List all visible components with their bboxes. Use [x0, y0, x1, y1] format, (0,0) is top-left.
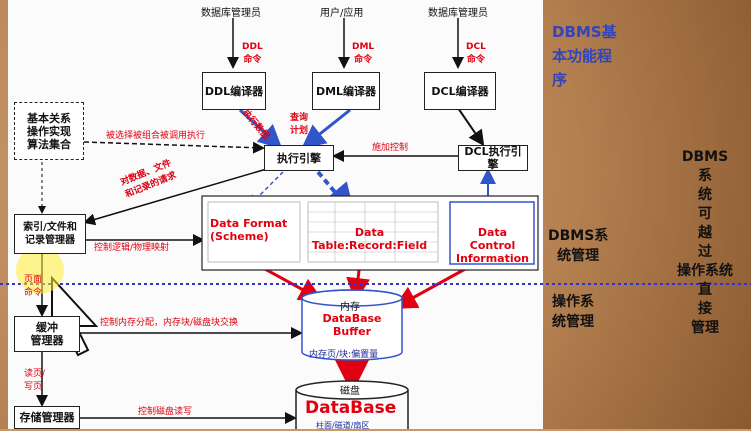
- top-label-user-app: 用户/应用: [320, 8, 364, 19]
- memory-name: DataBase Buffer: [322, 312, 382, 338]
- invoke-label: 被选择被组合被调用执行: [106, 131, 206, 141]
- disk-title: 磁盘: [340, 386, 360, 397]
- apply-control-label: 施加控制: [372, 143, 409, 153]
- logical-physical-label: 控制逻辑/物理映射: [94, 243, 170, 253]
- disk-io-label: 控制磁盘读写: [138, 407, 193, 417]
- exec-plan-label-b: 查询 计划: [290, 113, 309, 136]
- algorithm-set-box: 基本关系 操作实现 算法集合: [14, 102, 84, 160]
- data-format-label: Data Format (Scheme): [210, 217, 288, 243]
- memory-sub: 内存页/块:偏置量: [309, 350, 379, 360]
- os-mgmt-text: 操作系 统管理: [552, 294, 594, 330]
- top-label-dba-left: 数据库管理员: [201, 8, 261, 19]
- top-label-dba-right: 数据库管理员: [428, 8, 488, 19]
- prefetch-label: 页面 命令: [24, 275, 43, 298]
- dcl-compiler-box: DCL编译器: [424, 72, 496, 110]
- ddl-compiler-box: DDL编译器: [202, 72, 266, 110]
- index-manager-box: 索引/文件和 记录管理器: [14, 214, 86, 254]
- dbms-system-text: DBMS 系 统 可 越 过 操作系统 直 接 管理: [677, 149, 733, 336]
- dml-command-label: DML 命令: [352, 42, 375, 65]
- dcl-engine-box: DCL执行引擎: [458, 145, 528, 171]
- buffer-manager-box: 缓冲 管理器: [14, 316, 80, 352]
- memory-alloc-label: 控制内存分配，内存块/磁盘块交换: [100, 318, 239, 328]
- memory-title: 内存: [340, 302, 360, 313]
- data-control-label: Data Control Information: [456, 226, 529, 265]
- rw-page-label: 读页/ 写页: [24, 369, 46, 392]
- exec-engine-box: 执行引擎: [264, 145, 334, 171]
- data-record-label: Data Table:Record:Field: [312, 226, 428, 252]
- disk-sub: 柱面/磁道/扇区: [316, 421, 370, 430]
- dcl-command-label: DCL 命令: [466, 42, 486, 65]
- dbms-basic-title: DBMS基 本功能程 序: [552, 23, 617, 89]
- ddl-command-label: DDL 命令: [242, 42, 263, 65]
- dml-compiler-box: DML编译器: [312, 72, 380, 110]
- dbms-mgmt-text: DBMS系 统管理: [548, 228, 609, 264]
- disk-name: DataBase: [305, 398, 397, 418]
- storage-manager-box: 存储管理器: [14, 406, 80, 429]
